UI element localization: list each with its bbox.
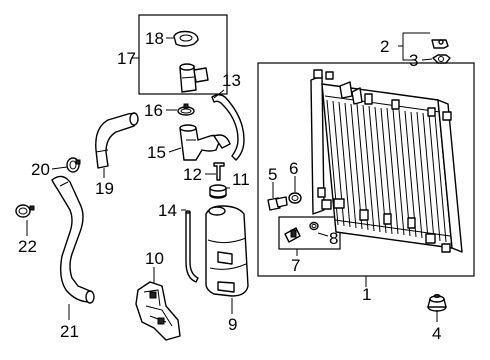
callout-2: 2 [380,37,389,56]
callout-10: 10 [145,249,164,268]
radiator-cap [173,30,199,47]
callout-5: 5 [268,165,277,184]
callout-17: 17 [117,49,136,68]
callout-18: 18 [145,29,164,48]
radiator [310,69,463,253]
reservoir-tank [205,205,249,297]
callout-4: 4 [432,324,441,343]
overflow-hose [211,94,245,161]
callout-7: 7 [291,256,300,275]
reservoir-cap [209,184,227,199]
cap-group-frame [138,14,228,95]
callout-12: 12 [183,165,202,184]
callout-3: 3 [409,51,418,70]
lower-hose-clamp [15,204,35,218]
o-ring [288,192,302,204]
callout-20: 20 [31,160,50,179]
callout-9: 9 [228,315,237,334]
callout-6: 6 [289,159,298,178]
callout-1: 1 [362,285,371,304]
callout-21: 21 [60,322,79,341]
callout-16: 16 [144,101,163,120]
callout-14: 14 [158,201,177,220]
callout-11: 11 [232,170,250,189]
hose-fitting [213,162,225,181]
upper-hose [95,112,139,169]
temp-sensor [284,221,319,243]
callout-22: 22 [18,237,37,256]
drain-plug [267,196,288,211]
hex-nut [432,54,451,64]
lower-hose [51,175,95,304]
callout-19: 19 [95,179,114,198]
hose-clamp [177,103,195,116]
upper-hose-clamp [66,157,81,173]
callout-13: 13 [222,71,241,90]
leader-lines [26,32,438,322]
rubber-mount [427,294,447,312]
filler-neck [179,124,231,161]
vent-tube [185,210,199,283]
clip-bracket [431,39,449,49]
filler-pipe [179,63,209,93]
reservoir-bracket [135,281,181,341]
callout-15: 15 [147,143,166,162]
callout-8: 8 [329,229,338,248]
